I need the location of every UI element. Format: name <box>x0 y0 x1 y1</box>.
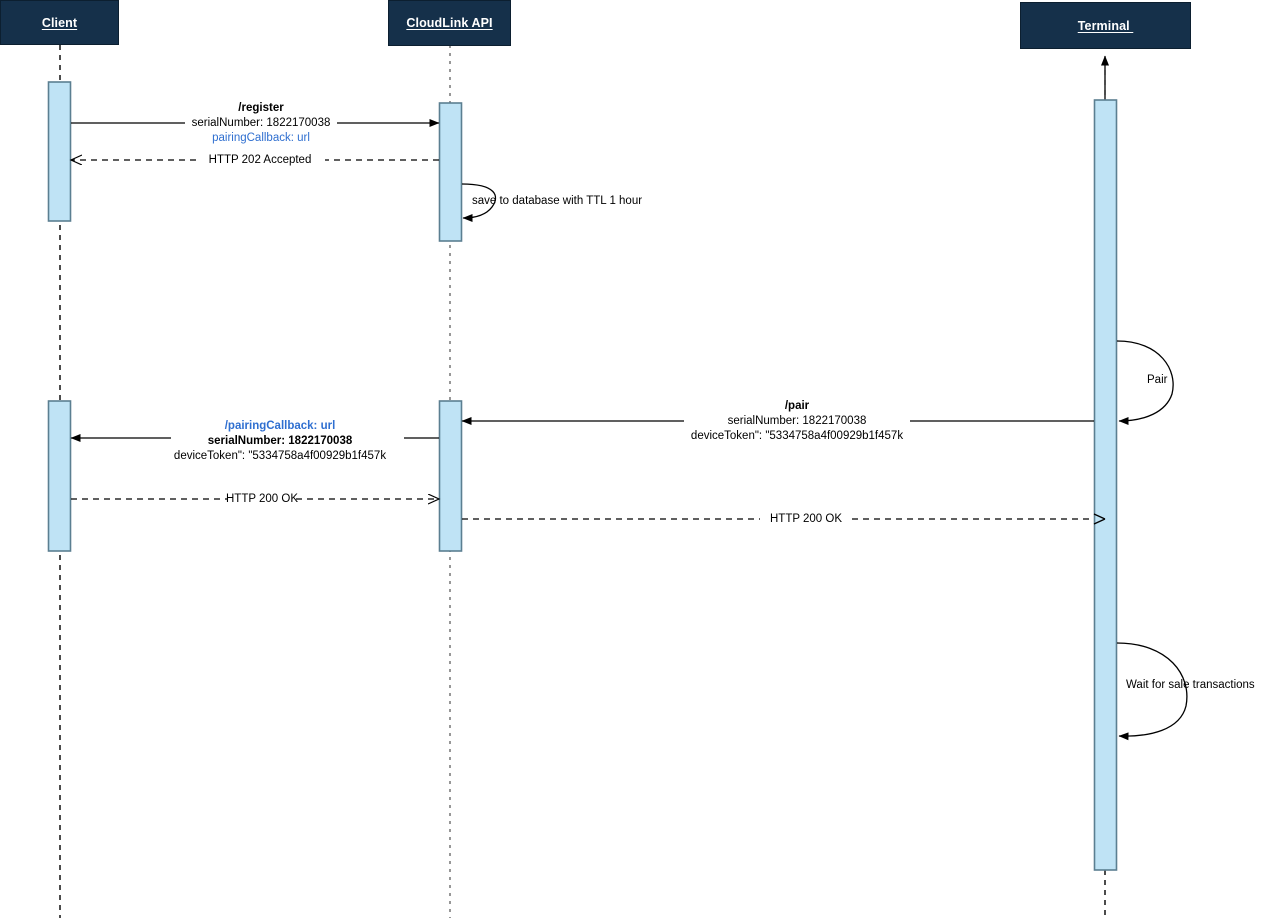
actor-box-cloudlink-api[interactable]: CloudLink API <box>388 0 511 46</box>
message-line: /pair <box>784 400 810 412</box>
message-line: deviceToken": "5334758a4f00929b1f457k <box>173 450 387 462</box>
actor-label-client: Client <box>41 15 78 30</box>
message-label-pairing-callback: /pairingCallback: url serialNumber: 1822… <box>174 419 386 464</box>
activation-client-2 <box>47 400 72 552</box>
activation-terminal-1 <box>1093 99 1118 871</box>
message-label-register: /register serialNumber: 1822170038 pairi… <box>192 101 331 146</box>
activation-client-1 <box>47 81 72 222</box>
self-loop-wait-for-sale <box>1116 642 1188 741</box>
message-line: /pairingCallback: url <box>224 420 336 432</box>
message-line: HTTP 200 OK <box>769 513 843 525</box>
actor-label-terminal: Terminal <box>1077 18 1134 33</box>
message-line: HTTP 200 OK <box>225 493 299 505</box>
message-line: serialNumber: 1822170038 <box>191 117 331 129</box>
actor-label-cloudlink-api: CloudLink API <box>406 16 493 30</box>
note-text: Pair <box>1147 374 1168 386</box>
message-label-register-response: HTTP 202 Accepted <box>209 153 312 168</box>
note-label-wait-for-sale: Wait for sale transactions <box>1126 678 1255 692</box>
actor-box-client[interactable]: Client <box>0 0 119 45</box>
actor-box-terminal[interactable]: Terminal <box>1020 2 1191 49</box>
note-label-save-to-database: save to database with TTL 1 hour <box>472 194 642 208</box>
message-line: pairingCallback: url <box>212 132 310 144</box>
message-line: /register <box>238 102 284 114</box>
note-text: save to database with TTL 1 hour <box>472 195 643 207</box>
message-label-callback-response: HTTP 200 OK <box>226 492 298 507</box>
message-line: serialNumber: 1822170038 <box>727 415 867 427</box>
note-label-pair: Pair <box>1147 373 1167 387</box>
arrow-pair-response-head <box>1093 513 1106 525</box>
self-loop-pair <box>1116 340 1174 425</box>
message-line: HTTP 202 Accepted <box>208 154 312 166</box>
message-line: serialNumber: 1822170038 <box>207 435 353 447</box>
self-loop-save-to-database <box>461 183 497 222</box>
message-label-pair-response: HTTP 200 OK <box>770 512 842 527</box>
activation-api-2 <box>438 400 463 552</box>
message-label-pair: /pair serialNumber: 1822170038 deviceTok… <box>691 399 903 444</box>
activation-api-1 <box>438 102 463 242</box>
note-text: Wait for sale transactions <box>1126 679 1255 691</box>
message-line: deviceToken": "5334758a4f00929b1f457k <box>690 430 904 442</box>
